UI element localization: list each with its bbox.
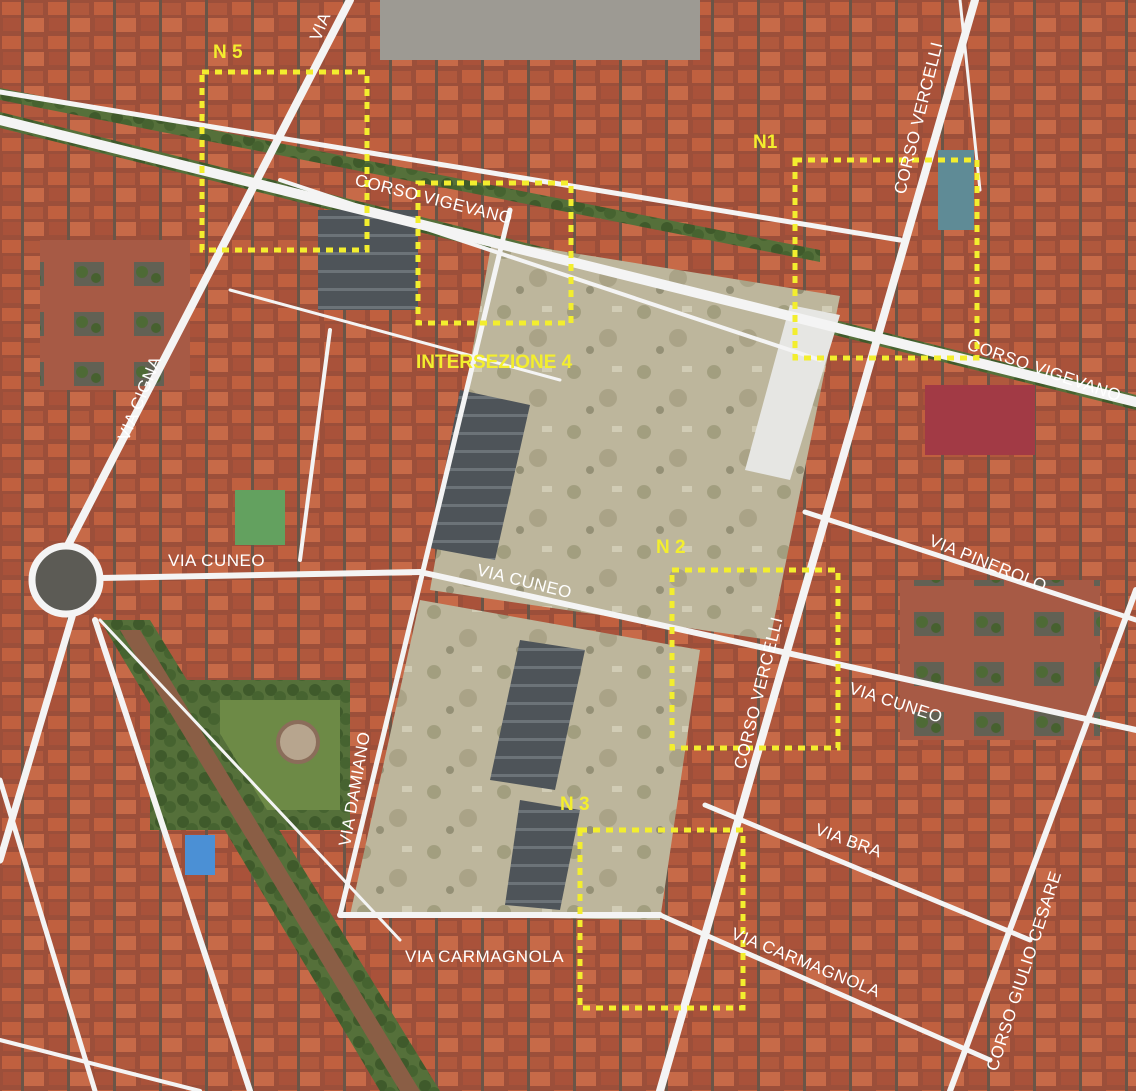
zone-intersezione4-label: INTERSEZIONE 4 xyxy=(416,352,573,373)
park-roundabout-fountain xyxy=(276,720,320,764)
blue-building-n1 xyxy=(938,150,974,230)
zone-n5-outline xyxy=(199,69,370,253)
zone-n5-label: N 5 xyxy=(213,42,243,63)
street-label-via-carmagnola-west: VIA CARMAGNOLA xyxy=(405,947,564,966)
zone-n3-label: N 3 xyxy=(560,794,590,815)
zone-n2-label: N 2 xyxy=(656,537,686,558)
vacant-lot-central xyxy=(430,240,840,640)
roundabout xyxy=(28,542,104,618)
railway-track xyxy=(120,630,420,1091)
courtyard-block-west xyxy=(40,240,190,390)
zone-n1-outline xyxy=(792,157,980,361)
tree-row-north xyxy=(0,88,820,262)
industrial-shed-south xyxy=(490,640,585,790)
industrial-shed-corner xyxy=(505,800,580,910)
sports-court xyxy=(235,490,285,545)
red-roof-school xyxy=(925,385,1035,455)
street-label-via-cuneo-west: VIA CUNEO xyxy=(168,551,265,570)
zone-n3-outline xyxy=(577,827,746,1011)
plaza-north xyxy=(380,0,700,60)
zone-n1-label: N1 xyxy=(753,132,778,153)
white-warehouse xyxy=(745,305,840,480)
blue-roof xyxy=(185,835,215,875)
zone-n2-outline xyxy=(669,567,841,751)
warehouse-north xyxy=(318,210,418,310)
zone-intersezione4-outline xyxy=(415,180,574,326)
